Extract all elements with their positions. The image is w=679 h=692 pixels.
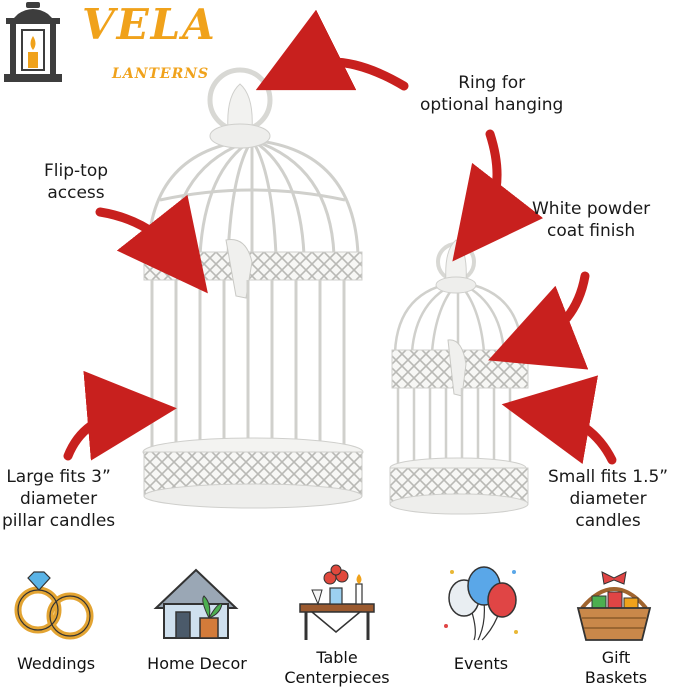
label-gift-baskets: Gift Baskets <box>584 648 648 687</box>
large-cage <box>142 67 364 509</box>
table-icon <box>299 564 375 640</box>
callout-small-line-1: Small fits 1.5” <box>548 467 669 487</box>
rings-icon <box>14 571 94 640</box>
lantern-logo-icon <box>4 2 62 82</box>
gift-basket-icon <box>576 571 652 641</box>
small-cage <box>389 239 529 515</box>
brand-name: VELA <box>82 0 217 49</box>
brand-logo: VELA LANTERNS <box>0 0 215 95</box>
callout-flip: Flip-top access <box>44 160 108 204</box>
arrow-ring-small <box>452 129 544 262</box>
callout-flip-line-2: access <box>47 183 105 203</box>
callout-small-line-2: diameter <box>569 489 647 509</box>
callout-finish-line-1: White powder <box>532 199 651 219</box>
arrow-large <box>63 370 177 461</box>
arrow-finish <box>488 271 590 370</box>
label-events: Events <box>453 654 509 673</box>
callout-flip-line-1: Flip-top <box>44 161 109 181</box>
callout-finish: White powder coat finish <box>532 198 650 242</box>
arrow-flip <box>95 194 208 294</box>
callout-finish-line-2: coat finish <box>547 221 636 241</box>
callout-ring-line-2: optional hanging <box>420 95 564 115</box>
callout-large-line-1: Large fits 3” <box>6 467 111 487</box>
brand-subtitle: LANTERNS <box>112 66 210 82</box>
label-table-centerpieces: Table Centerpieces <box>284 648 390 687</box>
callout-large-line-2: diameter <box>20 489 98 509</box>
balloons-icon <box>444 566 518 641</box>
callout-ring: Ring for optional hanging <box>420 72 563 116</box>
callout-small: Small fits 1.5” diameter candles <box>548 466 668 532</box>
arrow-small <box>501 375 617 465</box>
arrow-ring <box>255 9 409 91</box>
callout-ring-line-1: Ring for <box>458 73 526 93</box>
label-weddings: Weddings <box>16 654 96 673</box>
label-home-decor: Home Decor <box>147 654 247 673</box>
callout-large: Large fits 3” diameter pillar candles <box>2 466 115 532</box>
callout-small-line-3: candles <box>575 511 641 531</box>
callout-large-line-3: pillar candles <box>2 511 116 531</box>
house-icon <box>153 568 239 639</box>
